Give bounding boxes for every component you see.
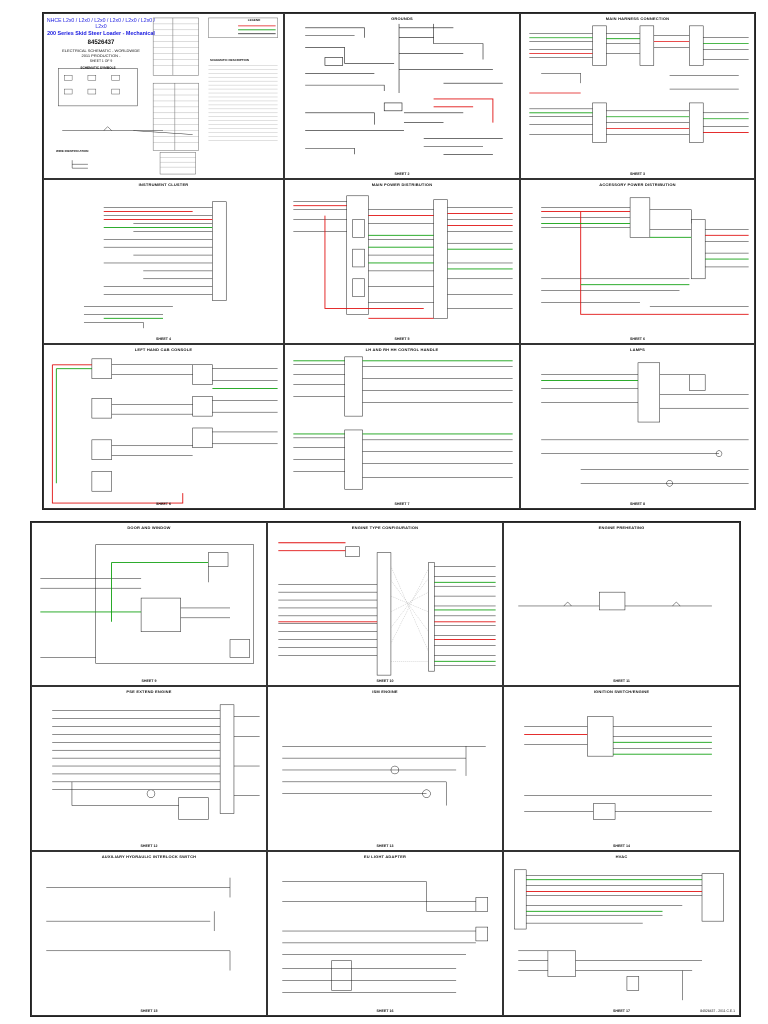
sheet-title: PSE EXTEND ENGINE	[126, 689, 172, 694]
schematic-page-1: NHCE L2x0 / L2x0 / L2x0 / L2x0 / L2x0 / …	[42, 12, 756, 510]
wiring-ism-engine	[282, 746, 486, 806]
index-heading: SCHEMATIC DESCRIPTION	[210, 58, 249, 62]
cover-sheet-label: SHEET 1 OF 9	[89, 59, 113, 63]
sheet-title: INSTRUMENT CLUSTER	[138, 182, 189, 187]
sheet-footer: SHEET 11	[613, 679, 630, 683]
sheet-title: ENGINE PREHEATING	[598, 525, 645, 530]
sheet-footer: SHEET 10	[376, 679, 394, 683]
wiring-engine-preheating	[518, 591, 712, 611]
sheet-lh-cab-console: LEFT HAND CAB CONSOLE SHEET 6	[43, 344, 284, 509]
sheet-title: ACCESSORY POWER DISTRIBUTION	[599, 182, 676, 187]
cover-model: 200 Series Skid Steer Loader - Mechanica…	[47, 31, 155, 37]
wiring-hvac	[514, 869, 724, 1001]
sheet-ism-engine: ISM ENGINE SHEET 13	[267, 686, 503, 851]
schematic-symbols-heading: SCHEMATIC SYMBOLS	[80, 66, 116, 70]
cover-title: NHCE L2x0 / L2x0 / L2x0 / L2x0 / L2x0 / …	[46, 18, 156, 30]
sheet-main-power: MAIN POWER DISTRIBUTION SHEET 5	[284, 179, 520, 344]
sheet-footer: SHEET 9	[141, 679, 157, 683]
sheet-footer: SHEET 8	[630, 502, 645, 506]
sheet-eu-light-adapter: EU LIGHT ADAPTER SHEET 16	[267, 851, 503, 1016]
revision-label: 84526437 - 2011 C.E.1	[700, 1009, 735, 1013]
sheet-instrument-cluster: INSTRUMENT CLUSTER SHEET 4	[43, 179, 284, 344]
sheet-title: EU LIGHT ADAPTER	[363, 854, 407, 859]
sheet-title: DOOR AND WINDOW	[127, 525, 171, 530]
sheet-footer: SHEET 5	[394, 337, 410, 341]
sheet-footer: SHEET 6	[156, 502, 171, 506]
cover-document-number: 84526437	[87, 40, 115, 46]
sheet-title: LEFT HAND CAB CONSOLE	[134, 347, 193, 352]
sheet-footer: SHEET 7	[394, 502, 410, 506]
schematic-page-2: DOOR AND WINDOW SHEET 9 ENGINE TYPE CONF…	[30, 521, 741, 1017]
sheet-pse-extend: PSE EXTEND ENGINE SHEET 12	[31, 686, 267, 851]
sheet-main-harness: MAIN HARNESS CONNECTION SHEET 3	[520, 13, 755, 179]
cover-drawing	[58, 17, 278, 175]
sheet-title: AUXILIARY HYDRAULIC INTERLOCK SWITCH	[101, 854, 197, 859]
sheet-title: MAIN POWER DISTRIBUTION	[371, 182, 433, 187]
sheet-footer: SHEET 4	[156, 337, 171, 341]
sheet-aux-hydraulic: AUXILIARY HYDRAULIC INTERLOCK SWITCH SHE…	[31, 851, 267, 1016]
wiring-main-harness	[529, 25, 749, 143]
sheet-grounds: GROUNDS SHEET 2	[284, 13, 520, 179]
wiring-pse-extend	[52, 704, 260, 820]
wiring-ignition-switch	[524, 716, 712, 820]
wiring-lamps	[541, 362, 749, 487]
cover-subtitle: ELECTRICAL SCHEMATIC - WORLDWIDE 2011 PR…	[46, 48, 156, 58]
wiring-aux-hydraulic	[46, 877, 231, 971]
sheet-title: ISM ENGINE	[372, 689, 398, 694]
wiring-control-handle	[293, 356, 513, 490]
sheet-hvac: HVAC SHEET 17 84526437 - 2011 C.E.1	[503, 851, 740, 1016]
sheet-footer: SHEET 2	[394, 172, 410, 176]
sheet-engine-type: ENGINE TYPE CONFIGURATION SHEET 10	[267, 522, 503, 686]
wiring-accessory-power	[541, 197, 749, 315]
wiring-main-power	[293, 195, 513, 319]
sheet-footer: SHEET 12	[140, 844, 158, 848]
cover-panel: NHCE L2x0 / L2x0 / L2x0 / L2x0 / L2x0 / …	[43, 13, 284, 179]
sheet-accessory-power: ACCESSORY POWER DISTRIBUTION SHEET 6	[520, 179, 755, 344]
sheet-footer: SHEET 15	[140, 1009, 158, 1013]
sheet-footer: SHEET 14	[613, 844, 630, 848]
wiring-instrument-cluster	[83, 201, 227, 329]
wiring-lh-cab-console	[51, 358, 278, 504]
cover-subtitle-line1: ELECTRICAL SCHEMATIC - WORLDWIDE	[62, 48, 140, 53]
sheet-ignition-switch: IGNITION SWITCH/ENGINE SHEET 14	[503, 686, 740, 851]
sheet-footer: SHEET 13	[376, 844, 394, 848]
sheet-title: IGNITION SWITCH/ENGINE	[593, 689, 650, 694]
sheet-engine-preheating: ENGINE PREHEATING SHEET 11	[503, 522, 740, 686]
sheet-title: LAMPS	[630, 347, 645, 352]
sheet-footer: SHEET 17	[613, 1009, 630, 1013]
wiring-engine-type	[278, 542, 496, 676]
sheet-door-window: DOOR AND WINDOW SHEET 9	[31, 522, 267, 686]
sheet-title: MAIN HARNESS CONNECTION	[605, 16, 670, 21]
wiring-grounds	[305, 23, 503, 155]
legend-heading: LEGEND	[247, 18, 261, 22]
sheet-control-handle: LH AND RH HH CONTROL HANDLE SHEET 7	[284, 344, 520, 509]
sheet-footer: SHEET 16	[376, 1009, 394, 1013]
wire-identification-heading: WIRE IDENTIFICATION	[56, 149, 89, 153]
sheet-lamps: LAMPS SHEET 8	[520, 344, 755, 509]
cover-subtitle-line2: 2011 PRODUCTION -	[81, 53, 121, 58]
wiring-eu-light-adapter	[282, 881, 488, 993]
sheet-footer: SHEET 3	[630, 172, 645, 176]
sheet-title: HVAC	[615, 854, 628, 859]
sheet-title: ENGINE TYPE CONFIGURATION	[351, 525, 419, 530]
sheet-title: GROUNDS	[391, 16, 413, 21]
sheet-footer: SHEET 6	[630, 337, 645, 341]
sheet-title: LH AND RH HH CONTROL HANDLE	[365, 347, 439, 352]
wiring-door-window	[40, 544, 254, 664]
